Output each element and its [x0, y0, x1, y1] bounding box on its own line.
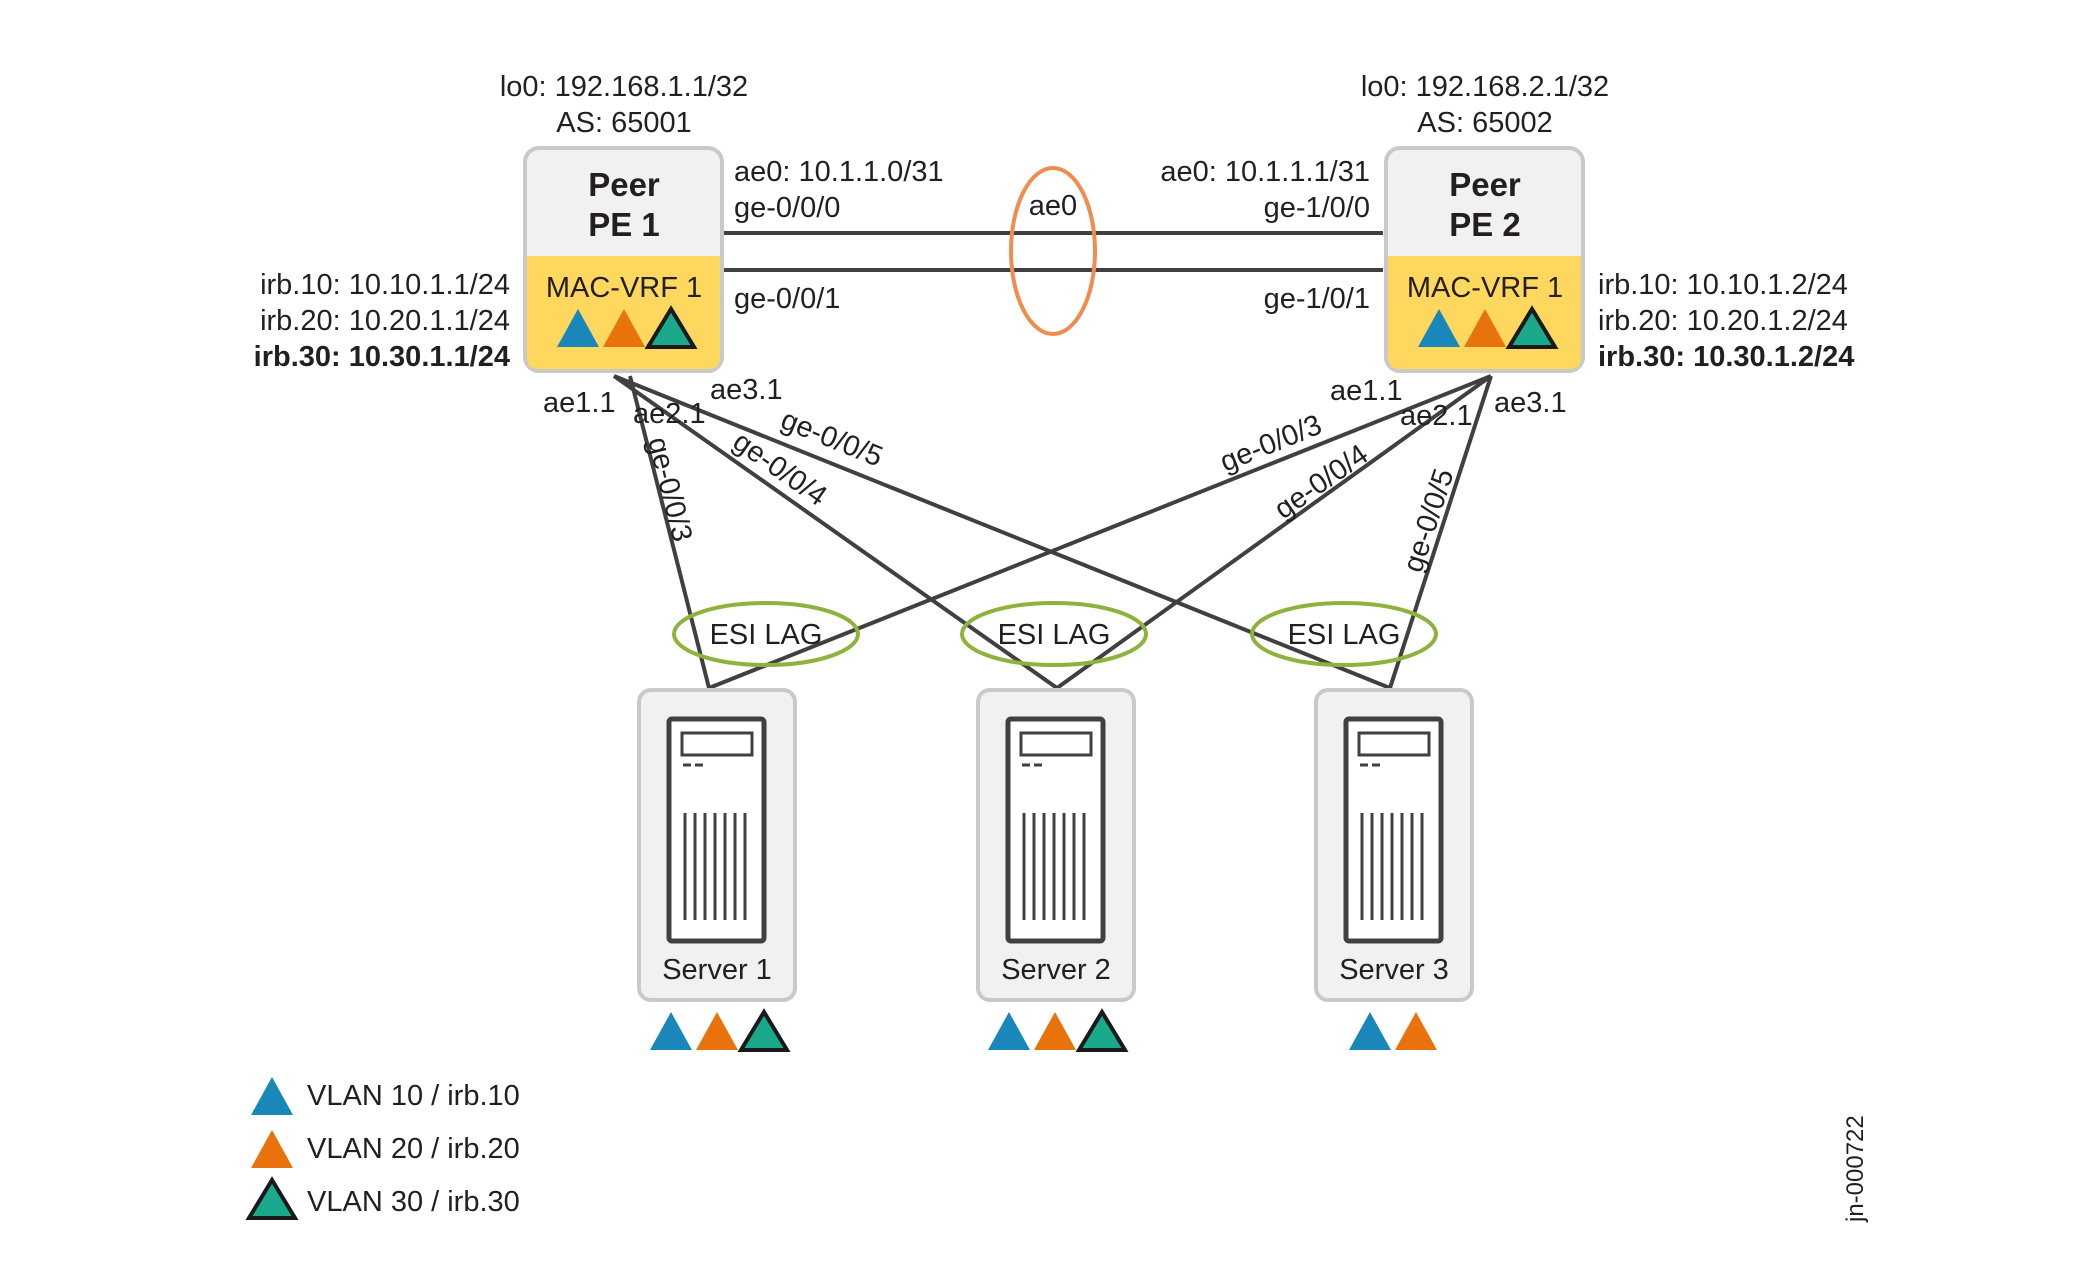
server1-vlan10-icon	[650, 1012, 692, 1050]
pe2-ae3-label: ae3.1	[1494, 387, 1567, 419]
pe2-title-line2: PE 2	[1449, 206, 1521, 243]
server1-vlan30-icon	[737, 1008, 791, 1052]
pe2-port-top-label: ge-1/0/0	[1264, 192, 1370, 224]
server1-vlan20-icon	[696, 1012, 738, 1050]
peer-pe1[interactable]: Peer PE 1 MAC-VRF 1	[523, 146, 724, 373]
server3-vlan10-icon	[1349, 1012, 1391, 1050]
pe1-ae3-label: ae3.1	[710, 374, 783, 406]
esi-lags: ESI LAG ESI LAG ESI LAG	[672, 601, 1438, 667]
ae0-links: ae0	[722, 166, 1383, 336]
peer-pe2[interactable]: Peer PE 2 MAC-VRF 1	[1384, 146, 1585, 373]
server2-vlan10-icon	[988, 1012, 1030, 1050]
server1-drive-slot	[680, 731, 754, 757]
pe1-irb20-label: irb.20: 10.20.1.1/24	[260, 305, 510, 337]
server2-label: Server 2	[1001, 954, 1111, 986]
legend-vlan20-label: VLAN 20 / irb.20	[307, 1133, 520, 1165]
esi-lag-label-3: ESI LAG	[1288, 619, 1401, 651]
legend: VLAN 10 / irb.10 VLAN 20 / irb.20 VLAN 3…	[245, 1077, 520, 1220]
server2-drive-slot	[1019, 731, 1093, 757]
esi-lag-ring-1	[672, 601, 860, 667]
pe1-port-bottom-label: ge-0/0/1	[734, 283, 840, 315]
legend-vlan10-label: VLAN 10 / irb.10	[307, 1080, 520, 1112]
pe2-irb30-label: irb.30: 10.30.1.2/24	[1598, 341, 1854, 373]
figure-id: jn-000722	[1842, 1115, 1869, 1223]
pe2-mac-vrf-label: MAC-VRF 1	[1407, 272, 1563, 304]
server2-vlan30-icon	[1075, 1008, 1129, 1052]
pe1-irb30-label: irb.30: 10.30.1.1/24	[254, 341, 510, 373]
esi-lag-ring-3	[1250, 601, 1438, 667]
ae0-ring	[1009, 166, 1097, 336]
pe1-ae0-label: ae0: 10.1.1.0/31	[734, 156, 944, 188]
server2-vlan20-icon	[1034, 1012, 1076, 1050]
link-pe1-server3	[613, 374, 1391, 690]
pe2-port-s3-label: ge-0/0/5	[1397, 465, 1460, 576]
pe1-port-top-label: ge-0/0/0	[734, 192, 840, 224]
pe2-ae1-label: ae1.1	[1330, 375, 1403, 407]
pe1-mac-vrf-label: MAC-VRF 1	[546, 272, 702, 304]
server-3[interactable]: Server 3	[1314, 688, 1474, 1050]
pe2-title-line1: Peer	[1449, 166, 1521, 203]
server3-vlan20-icon	[1395, 1012, 1437, 1050]
esi-lag-label-2: ESI LAG	[998, 619, 1111, 651]
legend-vlan20-icon	[251, 1130, 293, 1168]
pe2-vlan10-icon	[1418, 309, 1460, 347]
link-pe2-server2	[1055, 374, 1493, 690]
pe1-lo0-label: lo0: 192.168.1.1/32	[500, 71, 748, 103]
link-pe1-server2	[612, 374, 1059, 690]
pe2-as-label: AS: 65002	[1417, 107, 1552, 139]
ae0-label: ae0	[1029, 190, 1077, 222]
server-2[interactable]: Server 2	[976, 688, 1136, 1052]
pe1-port-s1-label: ge-0/0/3	[641, 434, 698, 545]
pe1-title-line1: Peer	[588, 166, 660, 203]
pe2-vlan20-icon	[1464, 309, 1506, 347]
pe2-ae2-label: ae2.1	[1400, 400, 1473, 432]
server3-label: Server 3	[1339, 954, 1449, 986]
link-pe1-server1	[628, 375, 711, 689]
legend-vlan10-icon	[251, 1077, 293, 1115]
esi-lag-ring-2	[960, 601, 1148, 667]
pe1-vlan10-icon	[557, 309, 599, 347]
pe1-title-line2: PE 1	[588, 206, 660, 243]
link-pe2-server1	[708, 374, 1492, 690]
link-pe2-server3	[1388, 375, 1493, 689]
pe2-ae0-label: ae0: 10.1.1.1/31	[1160, 156, 1370, 188]
server-1[interactable]: Server 1	[637, 688, 797, 1052]
pe1-ae2-label: ae2.1	[633, 398, 706, 430]
pe1-ae1-label: ae1.1	[543, 387, 616, 419]
server3-drive-slot	[1357, 731, 1431, 757]
pe2-port-s1-label: ge-0/0/3	[1216, 409, 1327, 479]
pe1-as-label: AS: 65001	[556, 107, 691, 139]
pe2-vlan30-icon	[1505, 305, 1559, 349]
esi-lag-label-1: ESI LAG	[710, 619, 823, 651]
pe1-irb10-label: irb.10: 10.10.1.1/24	[260, 269, 510, 301]
pe2-irb20-label: irb.20: 10.20.1.2/24	[1598, 305, 1848, 337]
pe2-port-bottom-label: ge-1/0/1	[1264, 283, 1370, 315]
pe2-irb10-label: irb.10: 10.10.1.2/24	[1598, 269, 1848, 301]
legend-vlan30-label: VLAN 30 / irb.30	[307, 1186, 520, 1218]
server-links	[612, 374, 1493, 690]
pe2-lo0-label: lo0: 192.168.2.1/32	[1361, 71, 1609, 103]
pe1-vlan30-icon	[644, 305, 698, 349]
legend-vlan30-icon	[245, 1176, 299, 1220]
pe1-vlan20-icon	[603, 309, 645, 347]
server1-label: Server 1	[662, 954, 772, 986]
